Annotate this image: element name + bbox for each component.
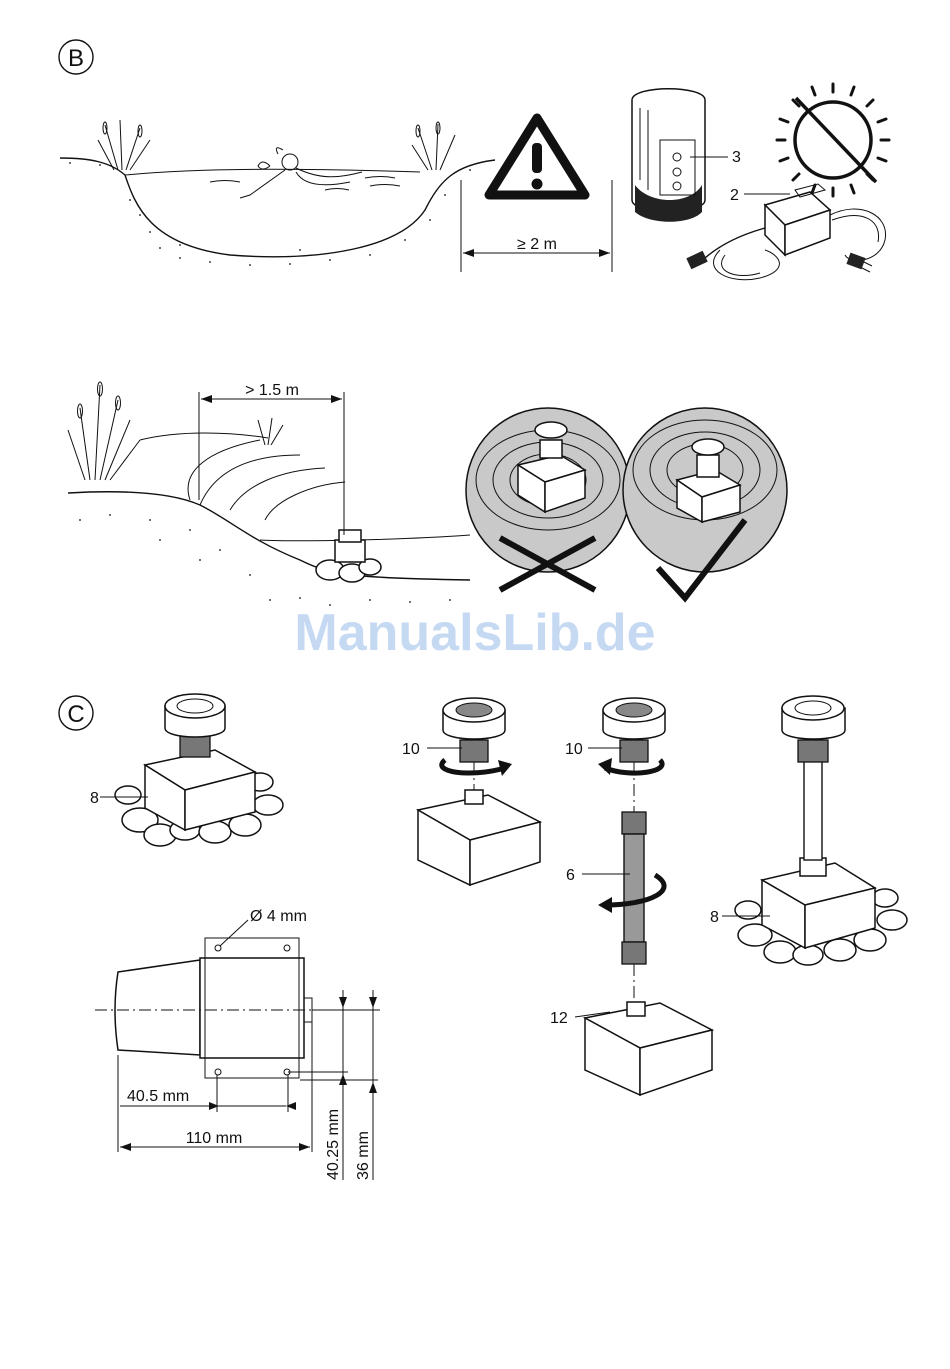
section-c-badge: C <box>59 696 93 730</box>
mounting-dimensions-drawing: Ø 4 mm 40.5 mm 110 mm 40.25 mm 36 mm <box>95 908 380 1180</box>
no-sunlight-icon <box>777 84 889 196</box>
dim-40-5-label: 40.5 mm <box>127 1088 189 1105</box>
callout-2: 2 <box>730 187 739 204</box>
dim-40-25-label: 40.25 mm <box>325 1109 342 1180</box>
callout-8-left: 8 <box>90 790 99 807</box>
section-c-label: C <box>67 701 84 728</box>
callout-3: 3 <box>732 149 741 166</box>
dim-36-label: 36 mm <box>355 1131 372 1180</box>
control-box: 3 <box>632 89 741 222</box>
warning-triangle-icon <box>489 118 585 195</box>
correct-placement-illustration <box>623 408 787 598</box>
nozzle-attach-step: 10 <box>402 698 540 885</box>
wrong-placement-illustration <box>466 408 630 590</box>
callout-8-right: 8 <box>710 909 719 926</box>
distance-bank-label: > 1.5 m <box>245 382 299 399</box>
distance-warning-label: ≥ 2 m <box>517 236 557 253</box>
dim-110-label: 110 mm <box>186 1130 243 1147</box>
callout-12: 12 <box>550 1010 568 1027</box>
pump-with-tube-on-stones: 8 <box>710 696 907 965</box>
pond-bank-with-pump: > 1.5 m <box>68 382 470 606</box>
callout-10-first: 10 <box>402 741 420 758</box>
extension-tube-step: 10 6 12 <box>550 698 712 1095</box>
section-b-badge: B <box>59 40 93 74</box>
section-b-label: B <box>68 45 84 72</box>
transformer-with-cable: 2 <box>686 184 885 280</box>
pond-with-swimmer <box>60 120 495 266</box>
callout-10-second: 10 <box>565 741 583 758</box>
hole-diameter-label: Ø 4 mm <box>250 908 307 925</box>
watermark: ManualsLib.de <box>294 604 655 662</box>
pump-on-stones-left: 8 <box>90 694 283 846</box>
callout-6: 6 <box>566 867 575 884</box>
